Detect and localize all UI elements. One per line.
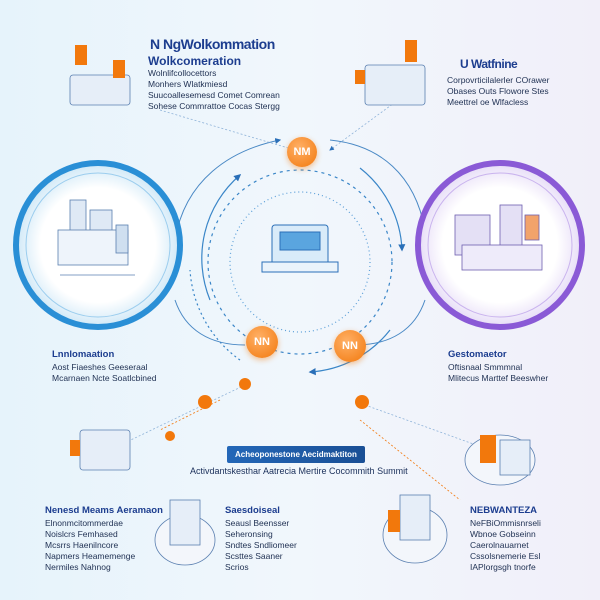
- list-item: Scsttes Saaner: [225, 551, 283, 561]
- list-item: Seausl Beensser: [225, 518, 290, 528]
- right-mid-list: Oftisnaal Smmmnal Mlitecus Marttef Beesw…: [448, 362, 548, 384]
- top-left-list: Wolnlifcollocettors Monhers Wlatkmiesd S…: [148, 68, 280, 112]
- list-item: Sndtes Sndliomeer: [225, 540, 297, 550]
- list-item: Caerolnauarnet: [470, 540, 529, 550]
- list-item: Nermiles Nahnog: [45, 562, 111, 572]
- list-item: Sohese Commrattoe Cocas Stergg: [148, 101, 280, 111]
- top-right-title: U Watfnine: [460, 57, 518, 71]
- bottom-right-title: NEBWANTEZA: [470, 505, 538, 516]
- bottom-right-list: NeFBiOmmisnrseli Wbnoe Gobseinn Caerolna…: [470, 518, 541, 573]
- list-item: Monhers Wlatkmiesd: [148, 79, 228, 89]
- outer-arcs: [174, 138, 428, 346]
- list-item: Wbnoe Gobseinn: [470, 529, 536, 539]
- left-mid-title: Lnnlomaation: [52, 349, 115, 360]
- bottom-left-title: Nenesd Meams Aeramaon: [45, 505, 163, 516]
- factory-icon-bottom-mid: [154, 499, 216, 566]
- list-item: Suucoallesemesd Comet Comrean: [148, 90, 280, 100]
- list-item: Wolnlifcollocettors: [148, 68, 217, 78]
- list-item: Mcsrrs Haenilncore: [45, 540, 119, 550]
- list-item: Mlitecus Marttef Beeswher: [448, 373, 549, 383]
- top-left-subtitle: Wolkcomeration: [148, 54, 242, 68]
- list-item: Noislcrs Femhased: [45, 529, 118, 539]
- list-item: Scrios: [225, 562, 249, 572]
- badge-top[interactable]: NM: [287, 137, 317, 167]
- list-item: Meettrel oe Wlfacless: [447, 97, 529, 107]
- center-banner: Acheoponestone Aecidmaktiton: [227, 446, 365, 463]
- factory-icon-bottom-left: [70, 429, 131, 471]
- list-item: Aost Fiaeshes Geeseraal: [52, 362, 148, 372]
- right-mid-title: Gestomaetor: [448, 349, 507, 360]
- bottom-mid-list: Seausl Beensser Seheronsing Sndtes Sndli…: [225, 518, 297, 573]
- list-item: Obases Outs Flowore Stes: [447, 86, 549, 96]
- factory-icon-center: [261, 224, 339, 273]
- list-item: Elnonmcitommerdae: [45, 518, 123, 528]
- list-item: Napmers Heamemenge: [45, 551, 136, 561]
- list-item: IAPlorgsgh tnorfe: [470, 562, 536, 572]
- bottom-mid-title: Saesdoiseal: [225, 505, 280, 516]
- factory-icon-bottom-right: [382, 434, 536, 564]
- list-item: Oftisnaal Smmmnal: [448, 362, 523, 372]
- badge-left[interactable]: NN: [246, 326, 278, 358]
- bottom-left-list: Elnonmcitommerdae Noislcrs Femhased Mcsr…: [45, 518, 135, 573]
- center-orbit: [189, 167, 406, 376]
- factory-icon-right: [454, 204, 543, 271]
- factory-icon-left: [57, 199, 135, 276]
- factory-icon-top-right: [355, 40, 426, 106]
- connector-lines: [109, 94, 491, 501]
- list-item: NeFBiOmmisnrseli: [470, 518, 541, 528]
- list-item: Cssolsnemerie Esl: [470, 551, 541, 561]
- list-item: Mcarnaen Ncte Soatlcbined: [52, 373, 157, 383]
- top-left-title: N NgWolkommation: [150, 36, 275, 52]
- list-item: Seheronsing: [225, 529, 273, 539]
- factory-icon-top-left: [69, 45, 131, 106]
- small-node-icons: [165, 378, 369, 441]
- top-right-list: Corpovrticilalerler COrawer Obases Outs …: [447, 75, 550, 108]
- left-mid-list: Aost Fiaeshes Geeseraal Mcarnaen Ncte So…: [52, 362, 156, 384]
- list-item: Corpovrticilalerler COrawer: [447, 75, 550, 85]
- badge-right[interactable]: NN: [334, 330, 366, 362]
- banner-caption: Activdantskesthar Aatrecia Mertire Cocom…: [190, 466, 408, 476]
